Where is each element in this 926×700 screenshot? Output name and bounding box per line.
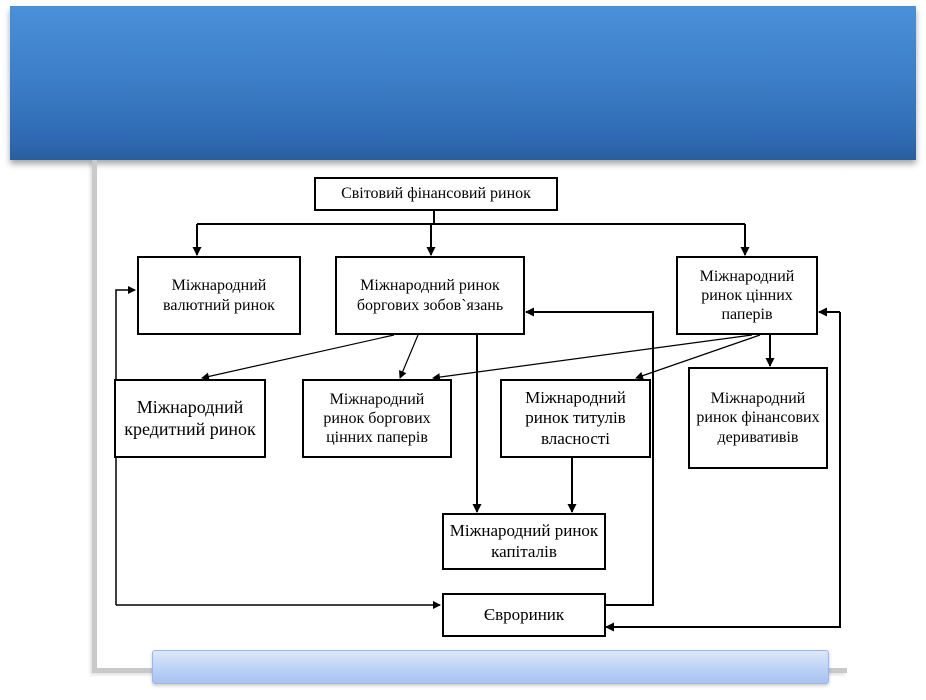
edge-debt-credit — [201, 334, 395, 381]
node-credit-market: Міжнародний кредитний ринок — [114, 379, 266, 458]
edge-loop-right — [605, 312, 841, 632]
node-capital-market: Міжнародний ринок капіталів — [442, 513, 606, 570]
edge-debt-debtsec — [399, 334, 419, 379]
node-euro-market: Єврориник — [442, 593, 606, 637]
edge-securities-titles — [635, 334, 761, 380]
node-titles-market: Міжнародний ринок титулів власності — [500, 379, 651, 458]
edge-loop-middle — [525, 307, 654, 606]
edge-loop-left — [115, 286, 136, 605]
node-debt-securities-market: Міжнародний ринок боргових цінних папері… — [302, 379, 452, 458]
node-currency-market: Міжнародний валютний ринок — [137, 256, 301, 335]
footer-bar — [152, 650, 829, 684]
node-debt-market: Міжнародний ринок боргових зобов`язань — [335, 256, 525, 335]
node-derivatives-market: Міжнародний ринок фінансових деривативів — [688, 367, 828, 469]
header-banner — [10, 6, 916, 160]
node-securities-market: Міжнародний ринок цінних паперів — [676, 256, 818, 335]
node-world-financial-market: Світовий фінансовий ринок — [314, 177, 558, 211]
edge-securities-debtsec — [432, 334, 753, 382]
